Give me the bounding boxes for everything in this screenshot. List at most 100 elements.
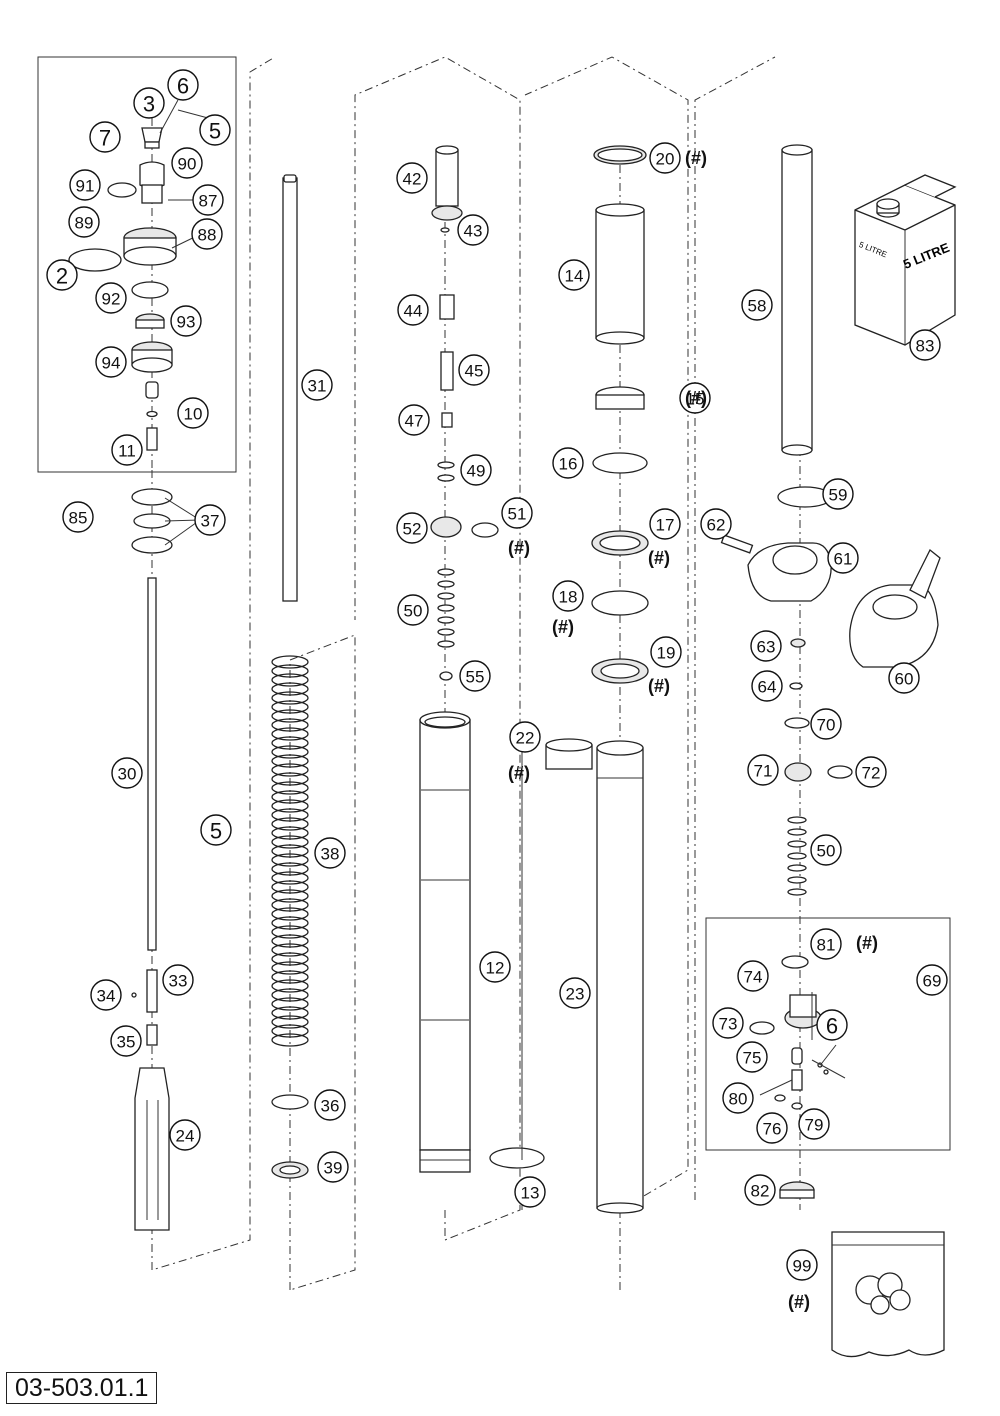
callout-number: 74	[744, 968, 763, 987]
callout-61: 61	[827, 542, 859, 574]
callout-30: 30	[111, 757, 143, 789]
spring-coil	[271, 799, 309, 813]
callout-number: 88	[198, 226, 217, 245]
callout-circle	[314, 837, 346, 869]
spring-coil	[271, 772, 309, 786]
callout-circle	[95, 282, 127, 314]
spring-coil	[271, 907, 309, 921]
callout-24: 24	[169, 1119, 201, 1151]
callout-number: 43	[464, 222, 483, 241]
callout-63: 63	[750, 630, 782, 662]
spring-coil	[271, 961, 309, 975]
callout-circle	[200, 814, 232, 846]
column-4-parts	[545, 145, 649, 1214]
callout-number: 17	[656, 516, 675, 535]
spring-coil	[271, 754, 309, 768]
callout-circle	[650, 636, 682, 668]
callout-number: 18	[559, 588, 578, 607]
callout-labels: 2355667101112131415161718192022232430313…	[46, 69, 948, 1281]
callout-circle	[457, 214, 489, 246]
callout-circle	[509, 721, 541, 753]
callout-circle	[90, 979, 122, 1011]
callout-number: 59	[829, 486, 848, 505]
callout-number: 5	[209, 119, 221, 144]
hash-mark: (#)	[648, 548, 670, 568]
callout-circle	[314, 1089, 346, 1121]
callout-circle	[827, 542, 859, 574]
callout-circle	[798, 1108, 830, 1140]
callout-17: 17	[649, 508, 681, 540]
hash-mark: (#)	[508, 538, 530, 558]
spring-coil	[271, 898, 309, 912]
callout-number: 70	[817, 716, 836, 735]
spring-coil	[271, 808, 309, 822]
hash-mark: (#)	[552, 617, 574, 637]
callout-circle	[810, 928, 842, 960]
callout-circle	[736, 1041, 768, 1073]
callout-circle	[751, 670, 783, 702]
callout-number: 42	[403, 170, 422, 189]
callout-number: 94	[102, 354, 121, 373]
spring-coil	[271, 925, 309, 939]
callout-85: 85	[62, 501, 94, 533]
column-3-parts	[419, 145, 545, 1173]
callout-number: 87	[199, 192, 218, 211]
spring-coil	[271, 853, 309, 867]
callout-47: 47	[398, 404, 430, 436]
callout-79: 79	[798, 1108, 830, 1140]
callout-circle	[396, 162, 428, 194]
spring-coil	[271, 835, 309, 849]
spring-coil	[271, 1033, 309, 1047]
callout-number: 37	[201, 512, 220, 531]
spring-coil	[271, 979, 309, 993]
spring-coil	[271, 988, 309, 1002]
hash-mark: (#)	[508, 763, 530, 783]
shim	[787, 888, 807, 896]
callout-number: 13	[521, 1184, 540, 1203]
callout-number: 11	[118, 442, 136, 461]
callout-22: 22	[509, 721, 541, 753]
callout-23: 23	[559, 977, 591, 1009]
callout-number: 61	[834, 550, 853, 569]
callout-circle	[558, 259, 590, 291]
callout-circle	[177, 397, 209, 429]
callout-60: 60	[888, 662, 920, 694]
callout-72: 72	[855, 756, 887, 788]
callout-80: 80	[722, 1082, 754, 1114]
callout-69: 69	[916, 964, 948, 996]
callout-number: 34	[97, 987, 116, 1006]
callout-circle	[194, 504, 226, 536]
callout-15: 15	[679, 382, 711, 414]
callout-circle	[133, 87, 165, 119]
callout-circle	[559, 977, 591, 1009]
spring-coil	[271, 997, 309, 1011]
callout-number: 58	[748, 297, 767, 316]
callout-87: 87	[192, 184, 224, 216]
callout-14: 14	[558, 259, 590, 291]
callout-43: 43	[457, 214, 489, 246]
callout-59: 59	[822, 478, 854, 510]
hash-mark: (#)	[856, 933, 878, 953]
callout-circle	[111, 757, 143, 789]
spring-coil	[271, 691, 309, 705]
callout-6: 6	[167, 69, 199, 101]
callout-50: 50	[810, 834, 842, 866]
callout-5: 5	[199, 114, 231, 146]
callout-71: 71	[747, 754, 779, 786]
callout-circle	[756, 1112, 788, 1144]
callout-circle	[62, 501, 94, 533]
callout-number: 7	[99, 126, 111, 151]
spring-coil	[271, 889, 309, 903]
callout-58: 58	[741, 289, 773, 321]
callout-34: 34	[90, 979, 122, 1011]
callout-circle	[552, 580, 584, 612]
callout-number: 75	[743, 1049, 762, 1068]
spring-coil	[271, 916, 309, 930]
callout-93: 93	[170, 305, 202, 337]
spring-coil	[271, 736, 309, 750]
callout-circle	[855, 756, 887, 788]
callout-circle	[192, 184, 224, 216]
callout-31: 31	[301, 369, 333, 401]
callout-number: 92	[102, 290, 121, 309]
spring-coil	[271, 970, 309, 984]
